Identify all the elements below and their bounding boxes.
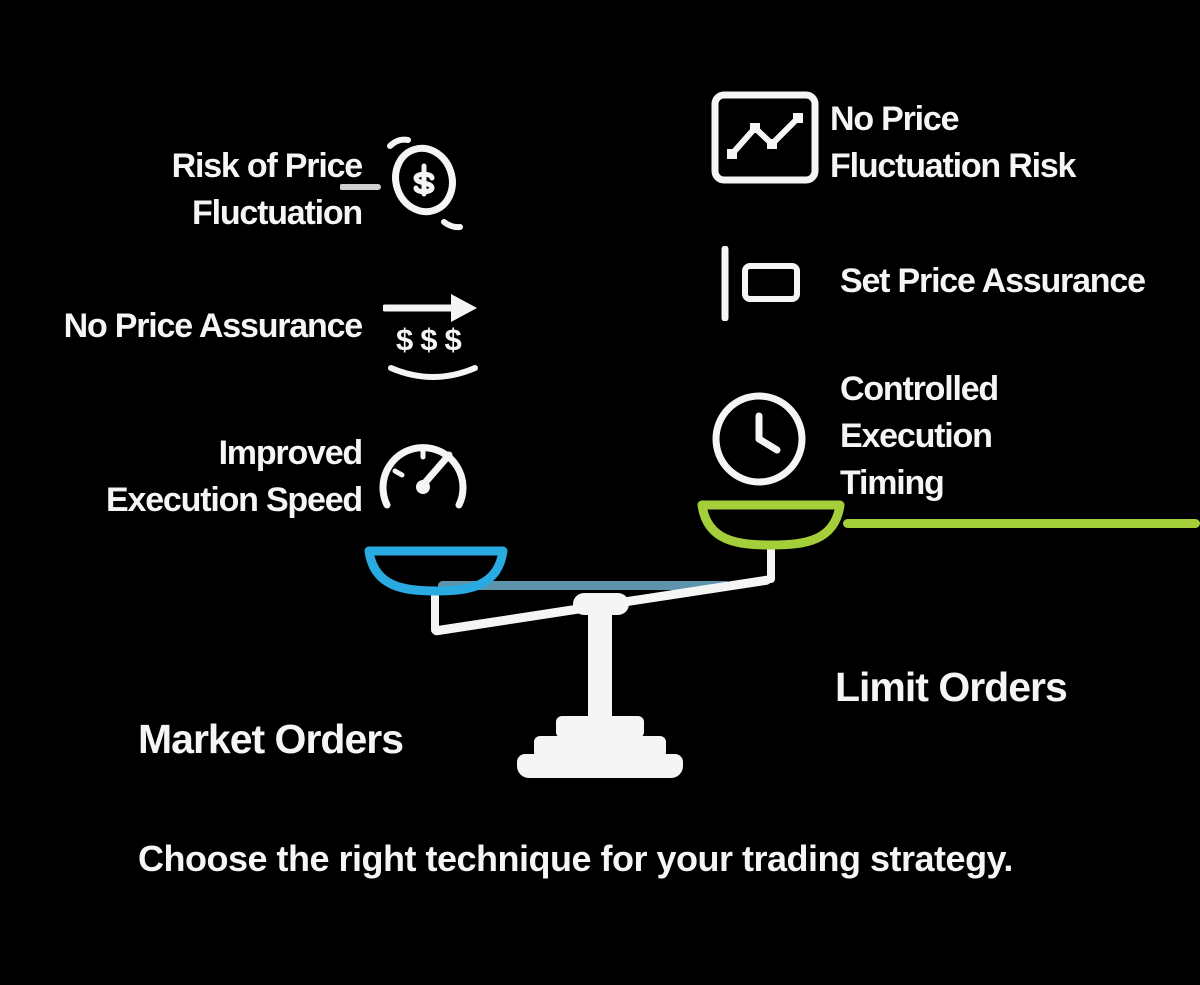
feature-text-line: Timing	[840, 464, 945, 502]
feature-text-line: Execution Speed	[106, 481, 363, 519]
market-side-line	[438, 581, 730, 590]
limit-side-line	[843, 519, 1200, 528]
feature-text-line: Fluctuation	[192, 194, 363, 232]
limit-feature-set-price-assurance: Set Price Assurance	[840, 258, 1146, 305]
scale-pivot	[573, 593, 629, 615]
dollar-signs-text: $$$	[396, 322, 469, 357]
market-orders-label: Market Orders	[138, 716, 404, 762]
tagline: Choose the right technique for your trad…	[138, 838, 1013, 879]
price-flag-icon	[715, 246, 815, 321]
scale-base-step-top	[556, 716, 644, 738]
feature-text-line: No Price Assurance	[63, 307, 364, 345]
limit-feature-no-price-fluctuation-risk: No Price Fluctuation Risk	[830, 96, 1076, 190]
limit-orders-label: Limit Orders	[835, 664, 1068, 710]
feature-text-line: Fluctuation Risk	[830, 147, 1076, 185]
scale-base-step-middle	[534, 736, 666, 758]
market-feature-risk-of-price-fluctuation: Risk of Price Fluctuation	[171, 143, 364, 237]
price-chart-icon	[710, 90, 820, 185]
scale-base-step-bottom	[517, 754, 683, 778]
feature-text-line: Improved	[218, 434, 364, 472]
dollar-arrow-icon	[383, 288, 483, 383]
feature-text-line: No Price	[830, 100, 960, 138]
market-feature-improved-execution-speed: Improved Execution Speed	[106, 430, 364, 524]
market-feature-no-price-assurance: No Price Assurance	[63, 303, 364, 350]
feature-text-line: Risk of Price	[171, 147, 364, 185]
scale-post	[588, 606, 612, 732]
limit-pan-stem	[767, 545, 775, 583]
feature-text-line: Controlled	[840, 370, 999, 408]
limit-feature-controlled-execution-timing: Controlled Execution Timing	[840, 366, 999, 507]
limit-pan	[695, 497, 847, 557]
feature-text-line: Execution	[840, 417, 993, 455]
feature-text-line: Set Price Assurance	[840, 262, 1146, 300]
falling-coins-icon	[340, 130, 475, 240]
market-pan	[362, 543, 510, 603]
clock-icon	[708, 388, 810, 490]
market-pan-stem	[431, 591, 439, 634]
speedometer-icon	[373, 425, 473, 525]
